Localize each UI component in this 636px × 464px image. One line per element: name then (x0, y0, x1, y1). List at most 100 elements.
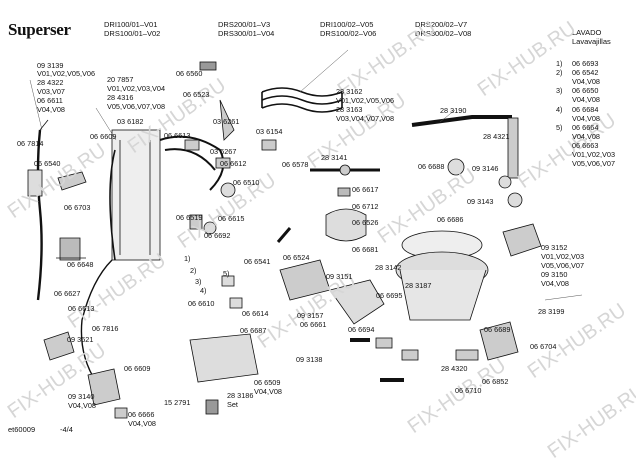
part-number: 09 3143 (467, 197, 494, 206)
part-number: 09 3139 (37, 61, 64, 70)
part-number: 06 6610 (188, 299, 215, 308)
part-variant: V04,V08 (68, 401, 96, 410)
callout-number: 2) (190, 266, 197, 275)
kit-label: Set (227, 400, 238, 409)
callout-number: 1) (184, 254, 191, 263)
part-number: 09 3140 (68, 392, 95, 401)
part-number: 06 6540 (34, 159, 61, 168)
category-block: LAVADO Lavavajillas (572, 28, 611, 46)
part-number: 09 3621 (67, 335, 94, 344)
model-group-4: DRS200/02–V7 DRS300/02–V08 (415, 20, 471, 38)
part-number: 06 6852 (482, 377, 509, 386)
part-number: 09 3151 (326, 272, 353, 281)
legend-part: 06 6542 (572, 68, 599, 77)
model-code: DRS300/02–V08 (415, 29, 472, 38)
legend-variant: V04,V08 (541, 279, 569, 288)
part-number: 28 3186 (227, 391, 254, 400)
part-number: 06 6524 (283, 253, 310, 262)
part-number: 06 6510 (233, 178, 260, 187)
part-number: 03 6261 (213, 117, 240, 126)
legend-variant: V01,V02,V03 (572, 150, 616, 159)
part-number: 06 6609 (90, 132, 117, 141)
part-number: 06 6523 (183, 90, 210, 99)
part-number: 06 6666 (128, 410, 155, 419)
part-number: 28 3163 (336, 105, 363, 114)
model-group-2: DRS200/01–V3 DRS300/01–V04 (218, 20, 274, 38)
footer-page: -4/4 (60, 425, 73, 434)
legend-part: 09 3150 (541, 270, 568, 279)
part-number: 09 3157 (297, 311, 324, 320)
part-number: 06 6710 (455, 386, 482, 395)
part-number: 20 7857 (107, 75, 134, 84)
part-number: 06 6695 (376, 291, 403, 300)
legend-part: 06 6663 (572, 141, 599, 150)
part-number: 28 4322 (37, 78, 64, 87)
model-code: DRS300/01–V04 (218, 29, 275, 38)
part-number: 03 6182 (117, 117, 144, 126)
part-variant: V01,V02,V05,V06 (37, 69, 96, 78)
part-number: 06 6617 (352, 185, 379, 194)
part-number: 06 6609 (124, 364, 151, 373)
part-number: 06 6613 (68, 304, 95, 313)
legend-variant: V04,V08 (572, 114, 600, 123)
legend-part: 06 6664 (572, 123, 599, 132)
part-number: 06 6509 (254, 378, 281, 387)
part-number: 06 6712 (352, 202, 379, 211)
part-number: 06 6614 (242, 309, 269, 318)
legend-part: 06 6650 (572, 86, 599, 95)
footer-code: et60009 (8, 425, 36, 434)
subcategory-label: Lavavajillas (572, 37, 611, 46)
part-number: 09 3138 (296, 355, 323, 364)
legend-part: 06 6693 (572, 59, 599, 68)
part-number: 06 6694 (348, 325, 375, 334)
part-number: 28 3190 (440, 106, 467, 115)
model-group-3: DRI100/02–V05 DRS100/02–V06 (320, 20, 376, 38)
legend-index: 5) (556, 123, 563, 132)
legend-variant: V04,V08 (572, 132, 600, 141)
part-number: 06 6687 (240, 326, 267, 335)
part-number: 06 6612 (220, 159, 247, 168)
callout-number: 5) (223, 269, 230, 278)
model-code: DRI100/01–V01 (104, 20, 158, 29)
part-number: 06 6704 (530, 342, 557, 351)
part-number: 28 3142 (375, 263, 402, 272)
part-number: 15 2791 (164, 398, 191, 407)
part-variant: V01,V02,V05,V06 (336, 96, 395, 105)
part-number: 28 4321 (483, 132, 510, 141)
legend-variant: V04,V08 (572, 77, 600, 86)
part-variant: V05,V06,V07,V08 (107, 102, 166, 111)
model-code: DRS200/01–V3 (218, 20, 271, 29)
part-number: 28 4316 (107, 93, 134, 102)
part-variant: V03,V04,V07,V08 (336, 114, 395, 123)
model-group-1: DRI100/01–V01 DRS100/01–V02 (104, 20, 160, 38)
legend-index: 3) (556, 86, 563, 95)
model-code: DRS100/01–V02 (104, 29, 161, 38)
part-number: 03 6154 (256, 127, 283, 136)
legend-part: 06 6684 (572, 105, 599, 114)
model-code: DRS200/02–V7 (415, 20, 468, 29)
legend-variant: V01,V02,V03 (541, 252, 585, 261)
model-code: DRS100/02–V06 (320, 29, 377, 38)
part-number: 06 6541 (244, 257, 271, 266)
part-number: 06 6627 (54, 289, 81, 298)
part-number: 28 3187 (405, 281, 432, 290)
brand-logo: Superser (8, 20, 71, 39)
part-number: 06 6692 (204, 231, 231, 240)
callout-number: 4) (200, 286, 207, 295)
part-number: 06 6681 (352, 245, 379, 254)
part-number: 06 6703 (64, 203, 91, 212)
part-number: 06 7814 (17, 139, 44, 148)
callout-number: 3) (195, 277, 202, 286)
part-number: 06 6615 (218, 214, 245, 223)
part-variant: V04,V08 (37, 105, 65, 114)
part-variant: V03,V07 (37, 87, 65, 96)
part-number: 28 3199 (538, 307, 565, 316)
part-number: 06 6689 (484, 325, 511, 334)
part-number: 06 6613 (164, 131, 191, 140)
part-number: 03 6267 (210, 147, 237, 156)
part-number: 06 6688 (418, 162, 445, 171)
legend-part: 09 3152 (541, 243, 568, 252)
part-number: 09 3146 (472, 164, 499, 173)
part-number: 06 6611 (37, 96, 63, 105)
model-code: DRI100/02–V05 (320, 20, 374, 29)
